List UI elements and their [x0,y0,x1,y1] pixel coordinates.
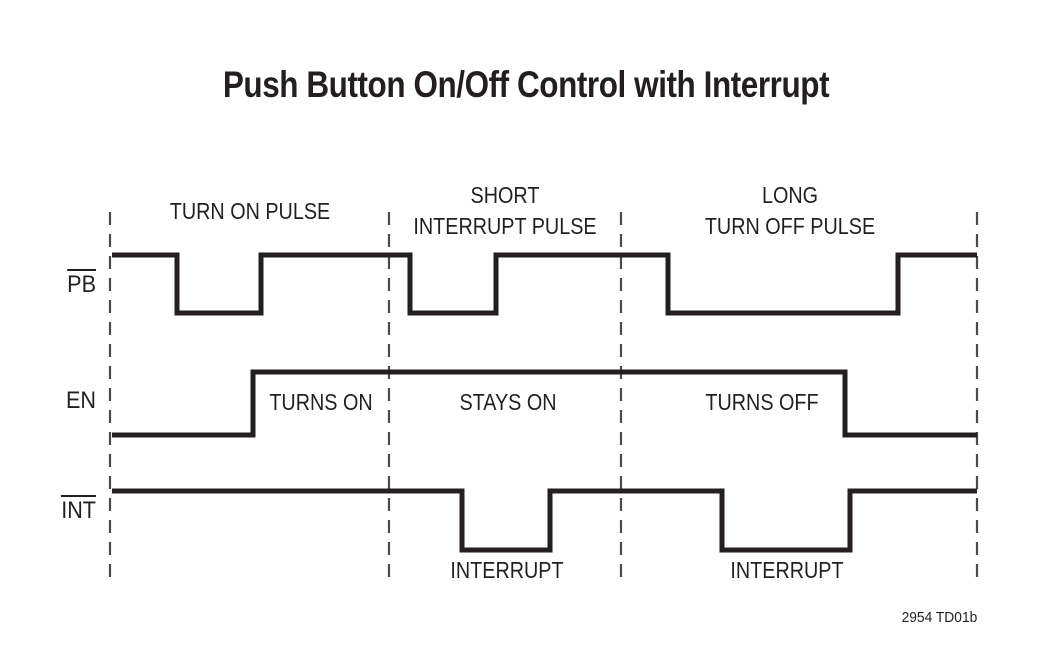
section-label-turn-on-pulse-line-1: TURN ON PULSE [169,197,331,224]
annotation-en-stays-on: STAYS ON [459,389,557,415]
diagram-title: Push Button On/Off Control with Interrup… [222,64,830,105]
signal-name-en: EN [65,387,96,414]
annotation-en-turns-off: TURNS OFF [705,389,819,415]
signal-name-pb: PB [37,269,96,298]
signal-waveform-int [112,488,977,553]
section-label-long-turn-off-pulse-line-2: TURN OFF PULSE [704,213,876,239]
signal-waveform-en [112,369,977,438]
signal-name-int: INT [37,495,96,524]
annotation-en-turns-on: TURNS ON [269,389,373,415]
signal-waveform-pb [112,252,977,316]
annotation-int-interrupt-2: INTERRUPT [730,557,844,583]
figure-reference: 2954 TD01b [901,609,977,626]
section-label-short-interrupt-pulse-line-1: SHORT [470,182,540,208]
annotation-int-interrupt-1: INTERRUPT [450,557,564,583]
signal-name-text-pb: PB [67,269,96,298]
section-label-long-turn-off-pulse: LONG TURN OFF PULSE [705,181,875,241]
section-label-short-interrupt-pulse: SHORT INTERRUPT PULSE [413,181,596,241]
signal-name-text-int: INT [61,495,96,524]
section-label-turn-on-pulse: TURN ON PULSE [170,181,330,241]
section-label-long-turn-off-pulse-line-1: LONG [761,182,819,208]
section-label-short-interrupt-pulse-line-2: INTERRUPT PULSE [413,213,597,239]
